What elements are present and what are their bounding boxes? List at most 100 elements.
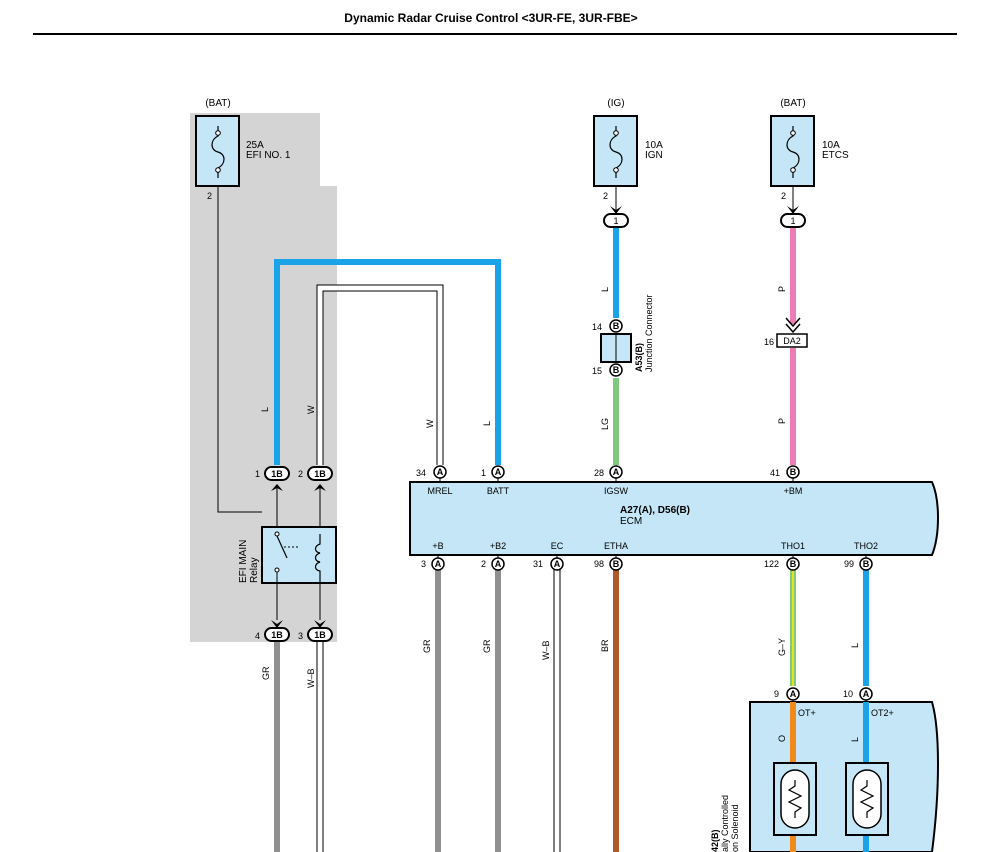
wire-w-mrel-outline	[316, 284, 444, 465]
svg-text:2: 2	[298, 469, 303, 479]
wire-label: W–B	[306, 668, 316, 688]
svg-text:98: 98	[594, 559, 604, 569]
junction-connector-id: A53(B)	[634, 343, 644, 372]
svg-text:A: A	[863, 689, 870, 699]
wire-label: LG	[600, 418, 610, 430]
svg-text:A: A	[554, 559, 561, 569]
fuse2-supply: (IG)	[607, 98, 624, 109]
relay-name-line2: Relay	[249, 557, 260, 583]
svg-text:1B: 1B	[271, 469, 283, 479]
fuse2-element-icon	[609, 126, 623, 178]
solenoid-pin-ot2: 10 A OT2+	[843, 687, 894, 718]
solenoid-name-partial-1: ally Controlled	[720, 795, 730, 852]
fuse1-supply: (BAT)	[205, 98, 230, 109]
etcs-inline-connector: 1	[780, 206, 806, 228]
relay-coil-icon	[314, 534, 321, 583]
wire-label: W	[306, 405, 316, 414]
fuse1-rating: 25A	[246, 140, 264, 151]
svg-text:41: 41	[770, 468, 780, 478]
fuse2-pin: 2	[603, 191, 608, 201]
wire-label: G–Y	[777, 638, 787, 656]
relay-bottom-right-connector: 3 1B	[298, 583, 333, 642]
svg-text:OT2+: OT2+	[871, 708, 894, 718]
wire-label: L	[850, 643, 860, 648]
wire-label: W–B	[541, 640, 551, 660]
svg-text:THO2: THO2	[854, 541, 878, 551]
fuse2-rating: 10A	[645, 140, 663, 151]
wire-label: GR	[422, 639, 432, 653]
svg-text:3: 3	[421, 559, 426, 569]
fuse1-name: EFI NO. 1	[246, 150, 291, 161]
svg-text:15: 15	[592, 366, 602, 376]
diagram-title: Dynamic Radar Cruise Control <3UR-FE, 3U…	[344, 11, 637, 25]
svg-text:1B: 1B	[314, 630, 326, 640]
wire-w-mrel	[317, 285, 443, 465]
relay-shaded-area	[190, 113, 337, 642]
svg-text:10: 10	[843, 689, 853, 699]
svg-text:ETHA: ETHA	[604, 541, 628, 551]
svg-text:B: B	[863, 559, 870, 569]
svg-text:THO1: THO1	[781, 541, 805, 551]
wire-label: L	[850, 737, 860, 742]
thermistor-1-icon	[773, 762, 817, 836]
junction-connector: 14 B 15 B	[592, 319, 632, 377]
fuse3-element-icon	[786, 126, 800, 178]
svg-text:DA2: DA2	[783, 336, 801, 346]
svg-text:B: B	[613, 365, 620, 375]
fuse2-name: IGN	[645, 150, 663, 161]
wire-label: P	[777, 286, 787, 292]
relay-name-line1: EFI MAIN	[238, 540, 249, 583]
svg-text:EC: EC	[551, 541, 564, 551]
svg-text:9: 9	[774, 689, 779, 699]
ecm-terminal-b: +B 3 A	[421, 541, 445, 571]
wire-label: L	[482, 421, 492, 426]
wire-label: L	[260, 407, 270, 412]
ecm-terminal-ec: EC 31 A	[533, 541, 564, 571]
ecm-terminal-igsw: 28 A IGSW	[594, 465, 629, 496]
svg-text:OT+: OT+	[798, 708, 816, 718]
wire-label: P	[777, 418, 787, 424]
svg-text:+B2: +B2	[490, 541, 506, 551]
svg-text:+BM: +BM	[784, 486, 803, 496]
wire-label: W	[425, 419, 435, 428]
svg-text:28: 28	[594, 468, 604, 478]
svg-text:34: 34	[416, 468, 426, 478]
ecm-terminal-etha: ETHA 98 B	[594, 541, 628, 571]
relay-top-left-connector: 1 1B	[255, 466, 290, 527]
svg-text:+B: +B	[432, 541, 443, 551]
ecm-name: ECM	[620, 516, 642, 527]
fuse3-rating: 10A	[822, 140, 840, 151]
relay-bottom-left-connector: 4 1B	[255, 583, 290, 642]
svg-text:1B: 1B	[271, 630, 283, 640]
wire-l-batt	[274, 259, 501, 465]
svg-text:31: 31	[533, 559, 543, 569]
wire-label: GR	[482, 639, 492, 653]
efi-main-relay	[261, 526, 337, 584]
junction-connector-name: Junction Connector	[644, 294, 654, 372]
ecm-id: A27(A), D56(B)	[620, 505, 690, 516]
svg-text:A: A	[437, 467, 444, 477]
svg-text:1: 1	[790, 216, 795, 226]
ecm-terminal-tho2: THO2 99 B	[844, 541, 878, 571]
ecm-terminal-batt: 1 A BATT	[481, 465, 510, 496]
fuse3-supply: (BAT)	[780, 98, 805, 109]
wire-label: GR	[261, 666, 271, 680]
svg-text:B: B	[613, 321, 620, 331]
ign-inline-connector: 1	[603, 206, 629, 228]
svg-text:1: 1	[613, 216, 618, 226]
fuse1-pin: 2	[207, 191, 212, 201]
svg-text:99: 99	[844, 559, 854, 569]
svg-text:2: 2	[481, 559, 486, 569]
wire-label: O	[777, 735, 787, 742]
svg-text:122: 122	[764, 559, 779, 569]
relay-top-right-connector: 2 1B	[298, 466, 333, 527]
svg-text:B: B	[613, 559, 620, 569]
svg-text:1: 1	[255, 469, 260, 479]
svg-text:A: A	[495, 467, 502, 477]
svg-text:B: B	[790, 467, 797, 477]
svg-text:A: A	[790, 689, 797, 699]
fuse3-pin: 2	[781, 191, 786, 201]
ecm-box	[409, 481, 939, 556]
da2-connector: 16 DA2	[764, 317, 808, 348]
